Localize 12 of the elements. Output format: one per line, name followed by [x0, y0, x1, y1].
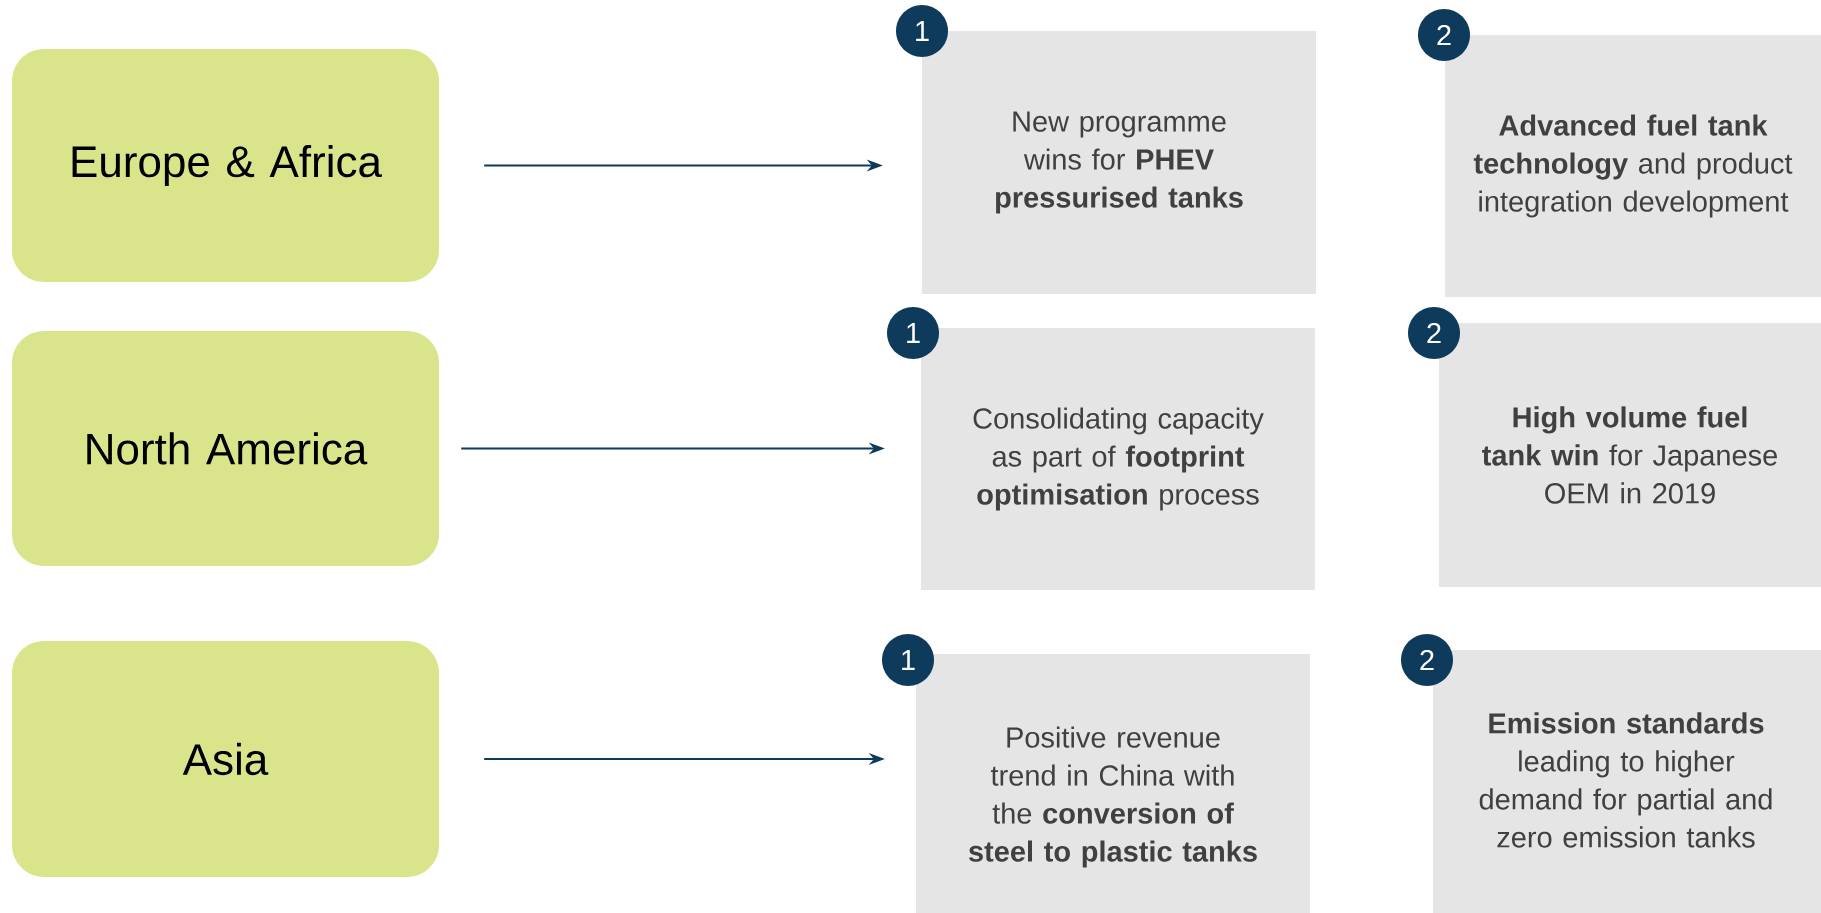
- region-box: Asia: [12, 641, 439, 877]
- region-box: Europe & Africa: [12, 49, 439, 282]
- text-box: Emission standards leading to higher demand for partial and zero emission tanks: [1433, 650, 1821, 913]
- text-box: Consolidating capacity as part of footprint optimisation process: [921, 328, 1315, 590]
- number-badge: 1: [887, 307, 939, 359]
- number-badge: 2: [1401, 634, 1453, 686]
- text-box: Positive revenue trend in China with the conversion of steel to plastic tanks: [916, 654, 1310, 913]
- number-badge: 2: [1418, 9, 1470, 61]
- number-badge: 1: [882, 634, 934, 686]
- region-box: North America: [12, 331, 439, 566]
- number-badge: 2: [1408, 307, 1460, 359]
- number-badge: 1: [896, 5, 948, 57]
